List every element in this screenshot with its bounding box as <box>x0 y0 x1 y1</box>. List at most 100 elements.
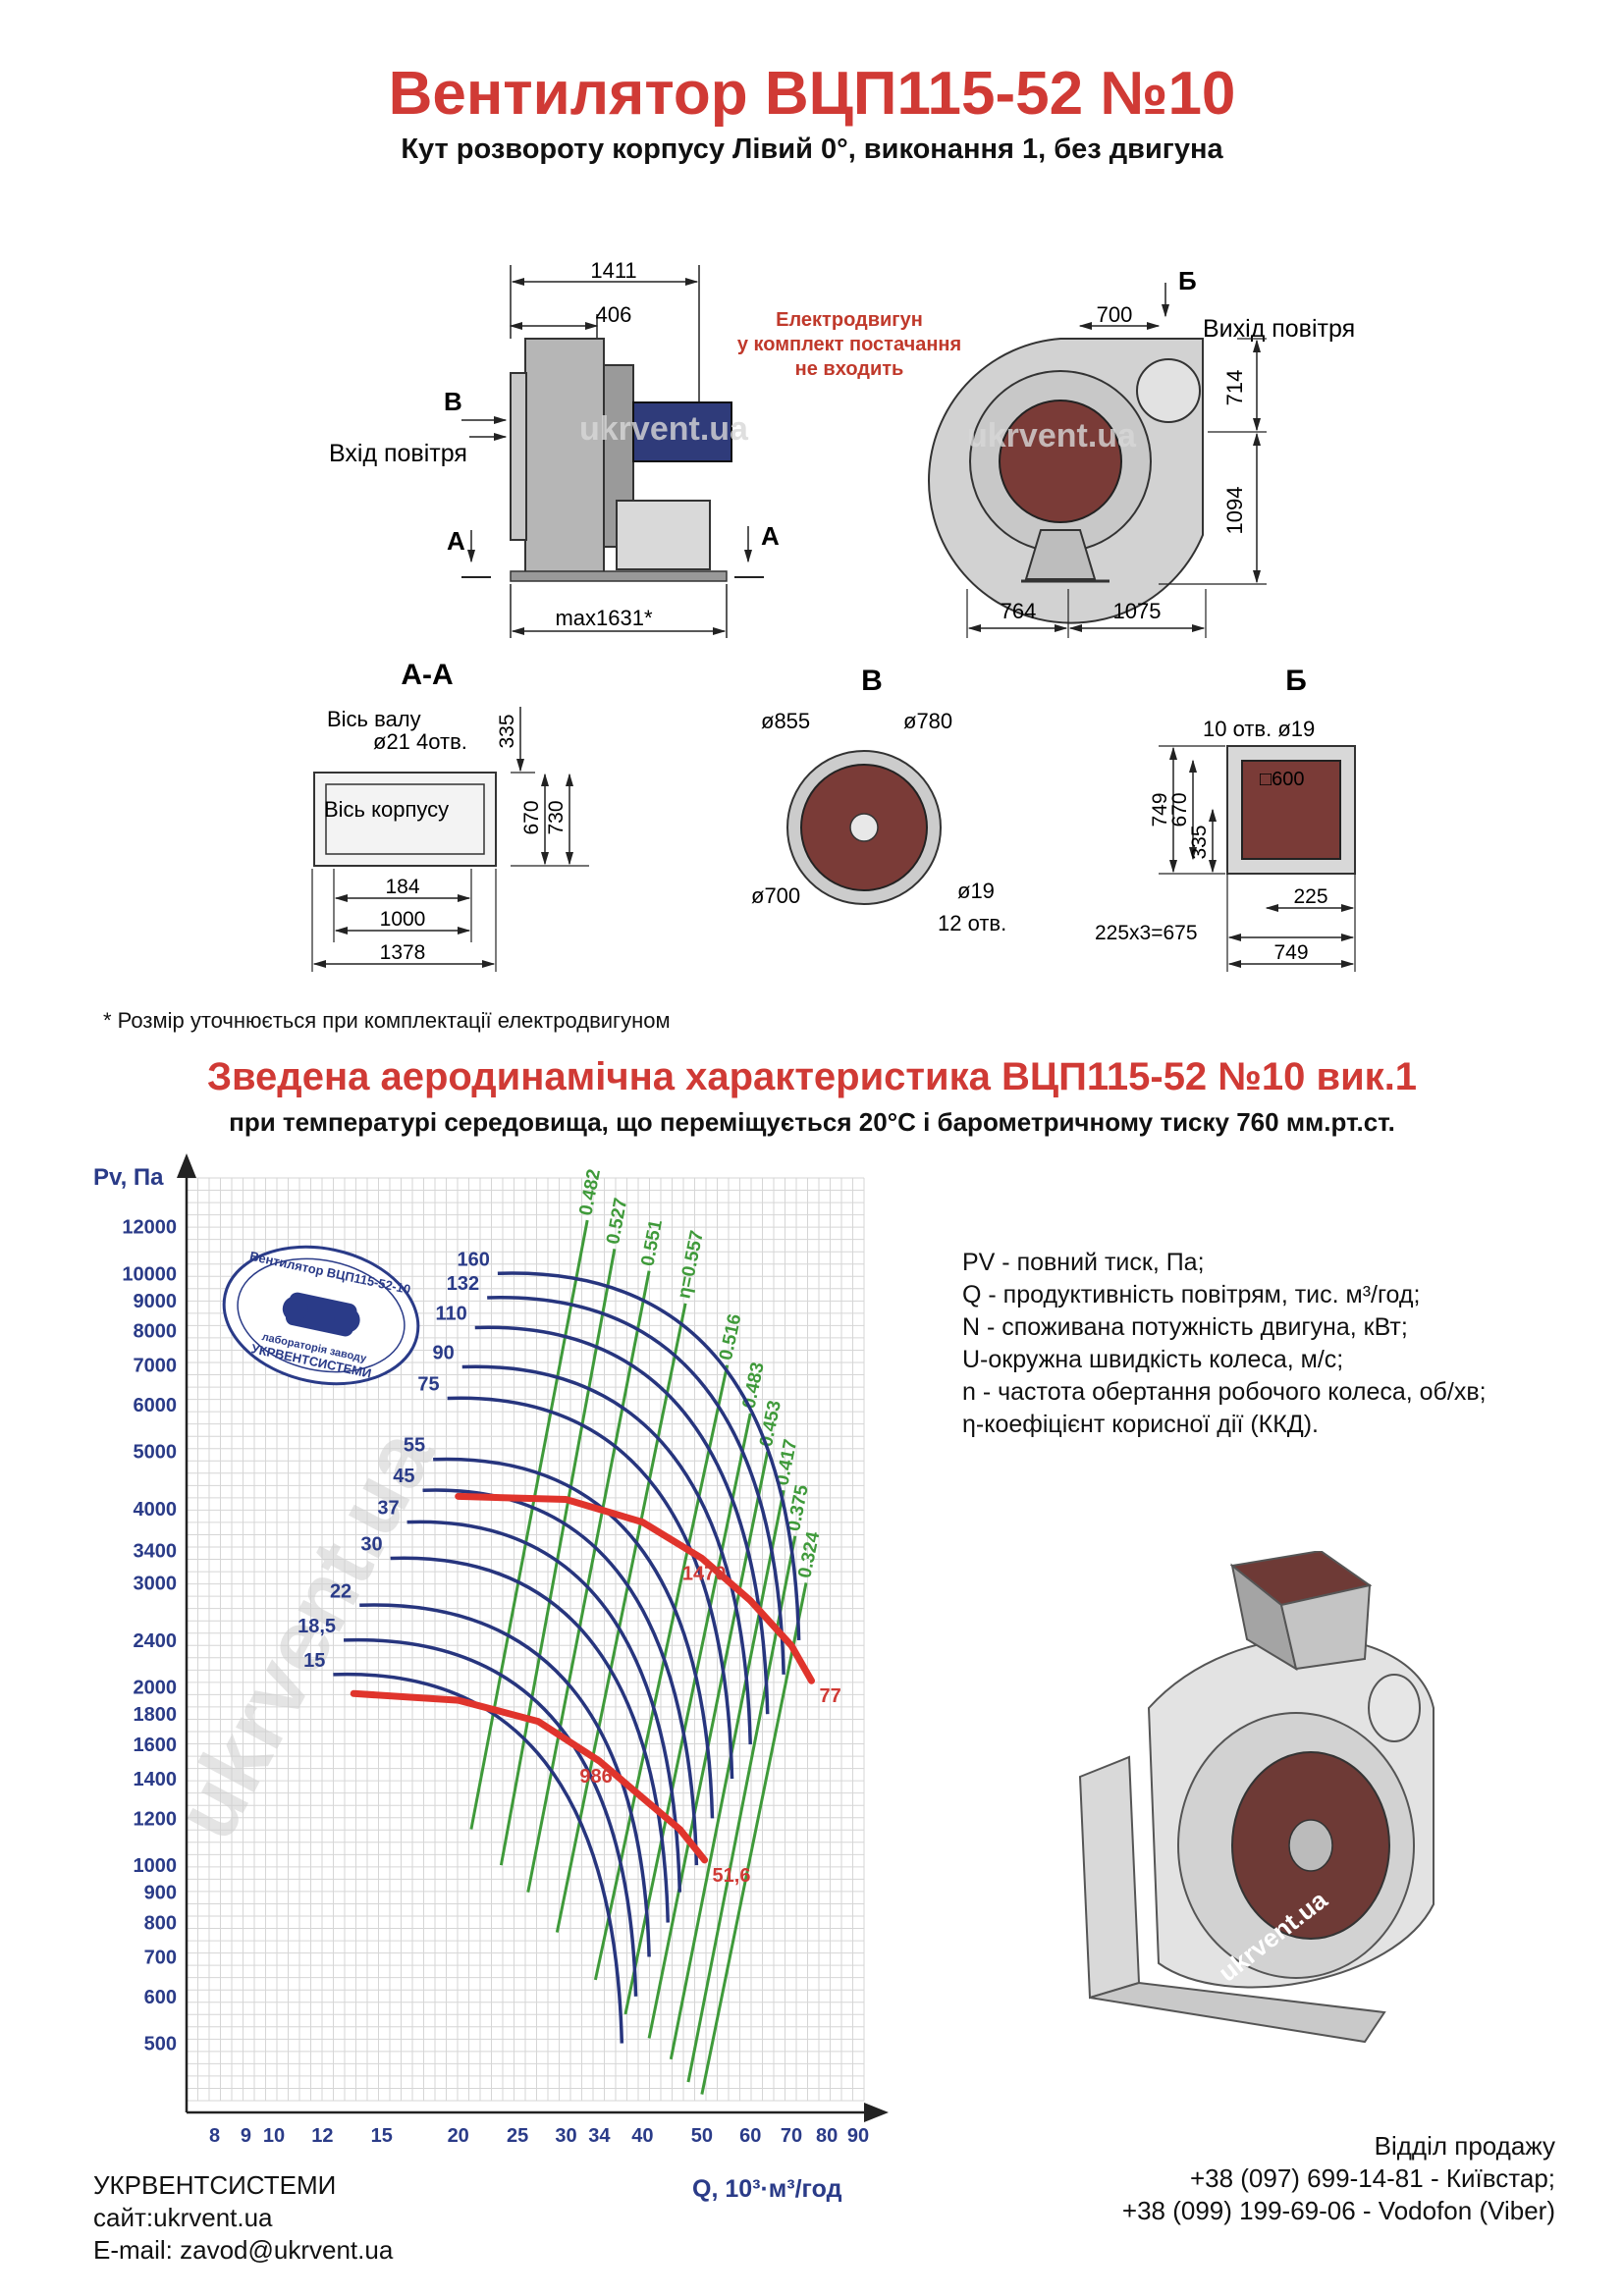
x-axis-label: Q, 10³·м³/год <box>692 2175 842 2203</box>
company-site[interactable]: сайт:ukrvent.ua <box>93 2203 273 2232</box>
dim-b-670: 670 <box>1168 792 1191 827</box>
company-email[interactable]: E-mail: zavod@ukrvent.ua <box>93 2235 394 2265</box>
fan-3d-illustration: ukrvent.ua <box>1078 1551 1435 2044</box>
watermark-side: ukrvent.ua <box>579 410 749 448</box>
y-tick-label: 3400 <box>134 1541 178 1563</box>
power-curve <box>343 1637 638 1997</box>
power-label: 45 <box>393 1466 414 1487</box>
contacts-company: УКРВЕНТСИСТЕМИ сайт:ukrvent.ua E-mail: z… <box>93 2169 393 2267</box>
label-b-front: Б <box>1178 266 1197 295</box>
y-tick-label: 1800 <box>134 1704 178 1726</box>
x-tick-label: 8 <box>209 2125 220 2147</box>
y-tick-label: 700 <box>144 1947 177 1968</box>
dim-aa-1000: 1000 <box>380 908 426 931</box>
section-b: Б 10 отв. ø19 □600 749 670 335 225 225х3… <box>1095 665 1356 972</box>
x-tick-label: 30 <box>555 2125 576 2147</box>
sales-heading: Відділ продажу <box>1374 2131 1555 2161</box>
chart-axes <box>177 1153 889 2122</box>
body-axis-label: Вісь корпусу <box>324 797 449 822</box>
x-tick-label: 25 <box>507 2125 528 2147</box>
efficiency-line <box>499 1249 617 1866</box>
power-label: 110 <box>435 1303 466 1324</box>
y-tick-label: 600 <box>144 1987 177 2008</box>
y-tick-label: 1400 <box>134 1769 178 1790</box>
square-600: □600 <box>1260 769 1304 790</box>
legend-item-eff: η-коефіцієнт корисної дії (ККД). <box>962 1411 1319 1438</box>
power-label: 18,5 <box>298 1616 336 1637</box>
dim-764: 764 <box>1001 599 1037 623</box>
motor-note-2: у комплект постачання <box>737 334 961 355</box>
dim-max: max1631* <box>555 606 653 630</box>
contacts-sales: Відділ продажу +38 (097) 699-14-81 - Киї… <box>1122 2130 1555 2227</box>
y-tick-label: 2000 <box>134 1678 178 1699</box>
power-curve <box>447 1396 734 1780</box>
company-name: УКРВЕНТСИСТЕМИ <box>93 2170 337 2200</box>
legend-item-pv: PV - повний тиск, Па; <box>962 1249 1205 1276</box>
motor-note-1: Електродвигун <box>776 309 923 331</box>
efficiency-label: 0.551 <box>637 1218 667 1268</box>
power-label: 160 <box>458 1249 490 1270</box>
section-b-title: Б <box>1285 665 1307 697</box>
power-curve <box>406 1520 682 1893</box>
chart-title: Зведена аеродинамічна характеристика ВЦП… <box>206 1055 1418 1098</box>
dim-b-675: 225х3=675 <box>1095 922 1198 944</box>
dim-b-749v: 749 <box>1149 792 1171 827</box>
motor-shape <box>632 401 732 462</box>
y-tick-label: 3000 <box>134 1573 178 1594</box>
motor-note-3: не входить <box>795 358 904 380</box>
dim-d700: ø700 <box>751 883 800 908</box>
section-v: В ø855 ø780 ø700 ø19 12 отв. <box>751 665 1006 935</box>
holes-label-b: 10 отв. ø19 <box>1203 717 1315 741</box>
y-tick-label: 8000 <box>134 1321 178 1343</box>
phone-vodafone[interactable]: +38 (099) 199-69-06 - Vodofon (Viber) <box>1121 2196 1555 2225</box>
section-aa-title: А-А <box>401 659 453 691</box>
efficiency-line <box>669 1489 785 2060</box>
efficiency-label: 0.527 <box>603 1197 631 1247</box>
y-tick-label: 6000 <box>134 1395 178 1416</box>
dim-b-335: 335 <box>1188 825 1211 859</box>
speed-curve <box>350 1689 709 1864</box>
y-axis-label: Pv, Па <box>93 1164 164 1191</box>
x-tick-label: 50 <box>691 2125 713 2147</box>
power-label: 132 <box>447 1273 479 1295</box>
section-aa: А-А Вісь валу ø21 4отв. Вісь корпусу 335… <box>311 659 589 972</box>
chart-subtitle: при температурі середовища, що переміщує… <box>229 1107 1395 1137</box>
label-inlet: Вхід повітря <box>329 440 467 467</box>
y-tick-label: 9000 <box>134 1291 178 1312</box>
y-tick-label: 900 <box>144 1883 177 1904</box>
label-a-right: А <box>761 521 780 551</box>
phone-kyivstar[interactable]: +38 (097) 699-14-81 - Київстар; <box>1189 2163 1555 2193</box>
power-curve <box>359 1603 651 1957</box>
label-v-side: В <box>444 387 462 416</box>
x-tick-label: 9 <box>241 2125 251 2147</box>
y-tick-label: 2400 <box>134 1630 178 1652</box>
power-curve <box>497 1271 801 1640</box>
dim-aa-730: 730 <box>545 800 568 834</box>
x-tick-label: 60 <box>739 2125 761 2147</box>
dim-406: 406 <box>596 302 632 327</box>
label-outlet: Вихід повітря <box>1203 315 1355 343</box>
power-label: 30 <box>360 1534 382 1556</box>
legend: PV - повний тиск, Па; Q - продуктивність… <box>962 1247 1487 1441</box>
efficiency-line <box>593 1364 730 1981</box>
lab-stamp: Вентилятор ВЦП115-52-10 лабораторія заво… <box>222 1245 420 1386</box>
efficiency-line <box>700 1582 808 2095</box>
x-tick-label: 20 <box>448 2125 469 2147</box>
power-label: 90 <box>432 1343 454 1364</box>
legend-item-rpm: n - частота обертання робочого колеса, о… <box>962 1378 1487 1406</box>
power-curve <box>461 1364 752 1745</box>
dim-aa-670: 670 <box>520 800 543 834</box>
dim-d780: ø780 <box>903 709 952 733</box>
efficiency-label: 0.324 <box>794 1529 824 1579</box>
dim-aa-184: 184 <box>385 876 419 898</box>
y-tick-label: 1600 <box>134 1735 178 1756</box>
label-a-left: А <box>447 526 465 556</box>
y-tick-label: 500 <box>144 2034 177 2056</box>
y-tick-label: 5000 <box>134 1442 178 1464</box>
efficiency-line <box>469 1219 589 1830</box>
rpm-label: 1470 <box>682 1564 727 1585</box>
dim-714: 714 <box>1222 370 1247 406</box>
